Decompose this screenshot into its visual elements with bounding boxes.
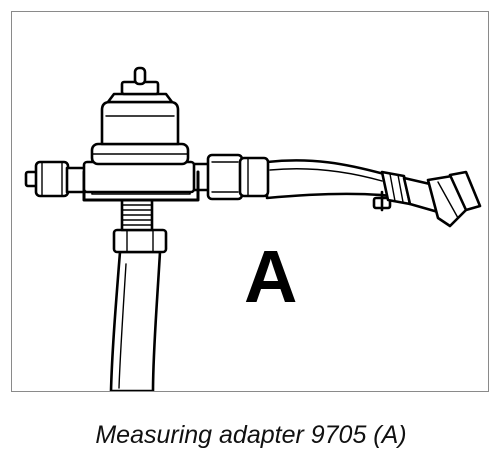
threaded-stem bbox=[120, 198, 154, 232]
hose-clamp bbox=[372, 190, 392, 212]
left-nut-assembly bbox=[24, 160, 87, 198]
measuring-adapter-illustration bbox=[24, 66, 482, 391]
figure-caption: Measuring adapter 9705 (A) bbox=[95, 421, 407, 449]
pressure-regulator bbox=[100, 66, 180, 146]
hose-coupling-nut bbox=[112, 228, 168, 254]
right-pipe bbox=[188, 153, 270, 201]
regulator-body bbox=[82, 142, 196, 194]
callout-label: A bbox=[244, 235, 298, 318]
right-hose bbox=[265, 159, 394, 200]
figure-frame: A bbox=[11, 11, 489, 392]
lower-hose bbox=[109, 250, 162, 391]
right-end-fitting bbox=[380, 170, 482, 228]
